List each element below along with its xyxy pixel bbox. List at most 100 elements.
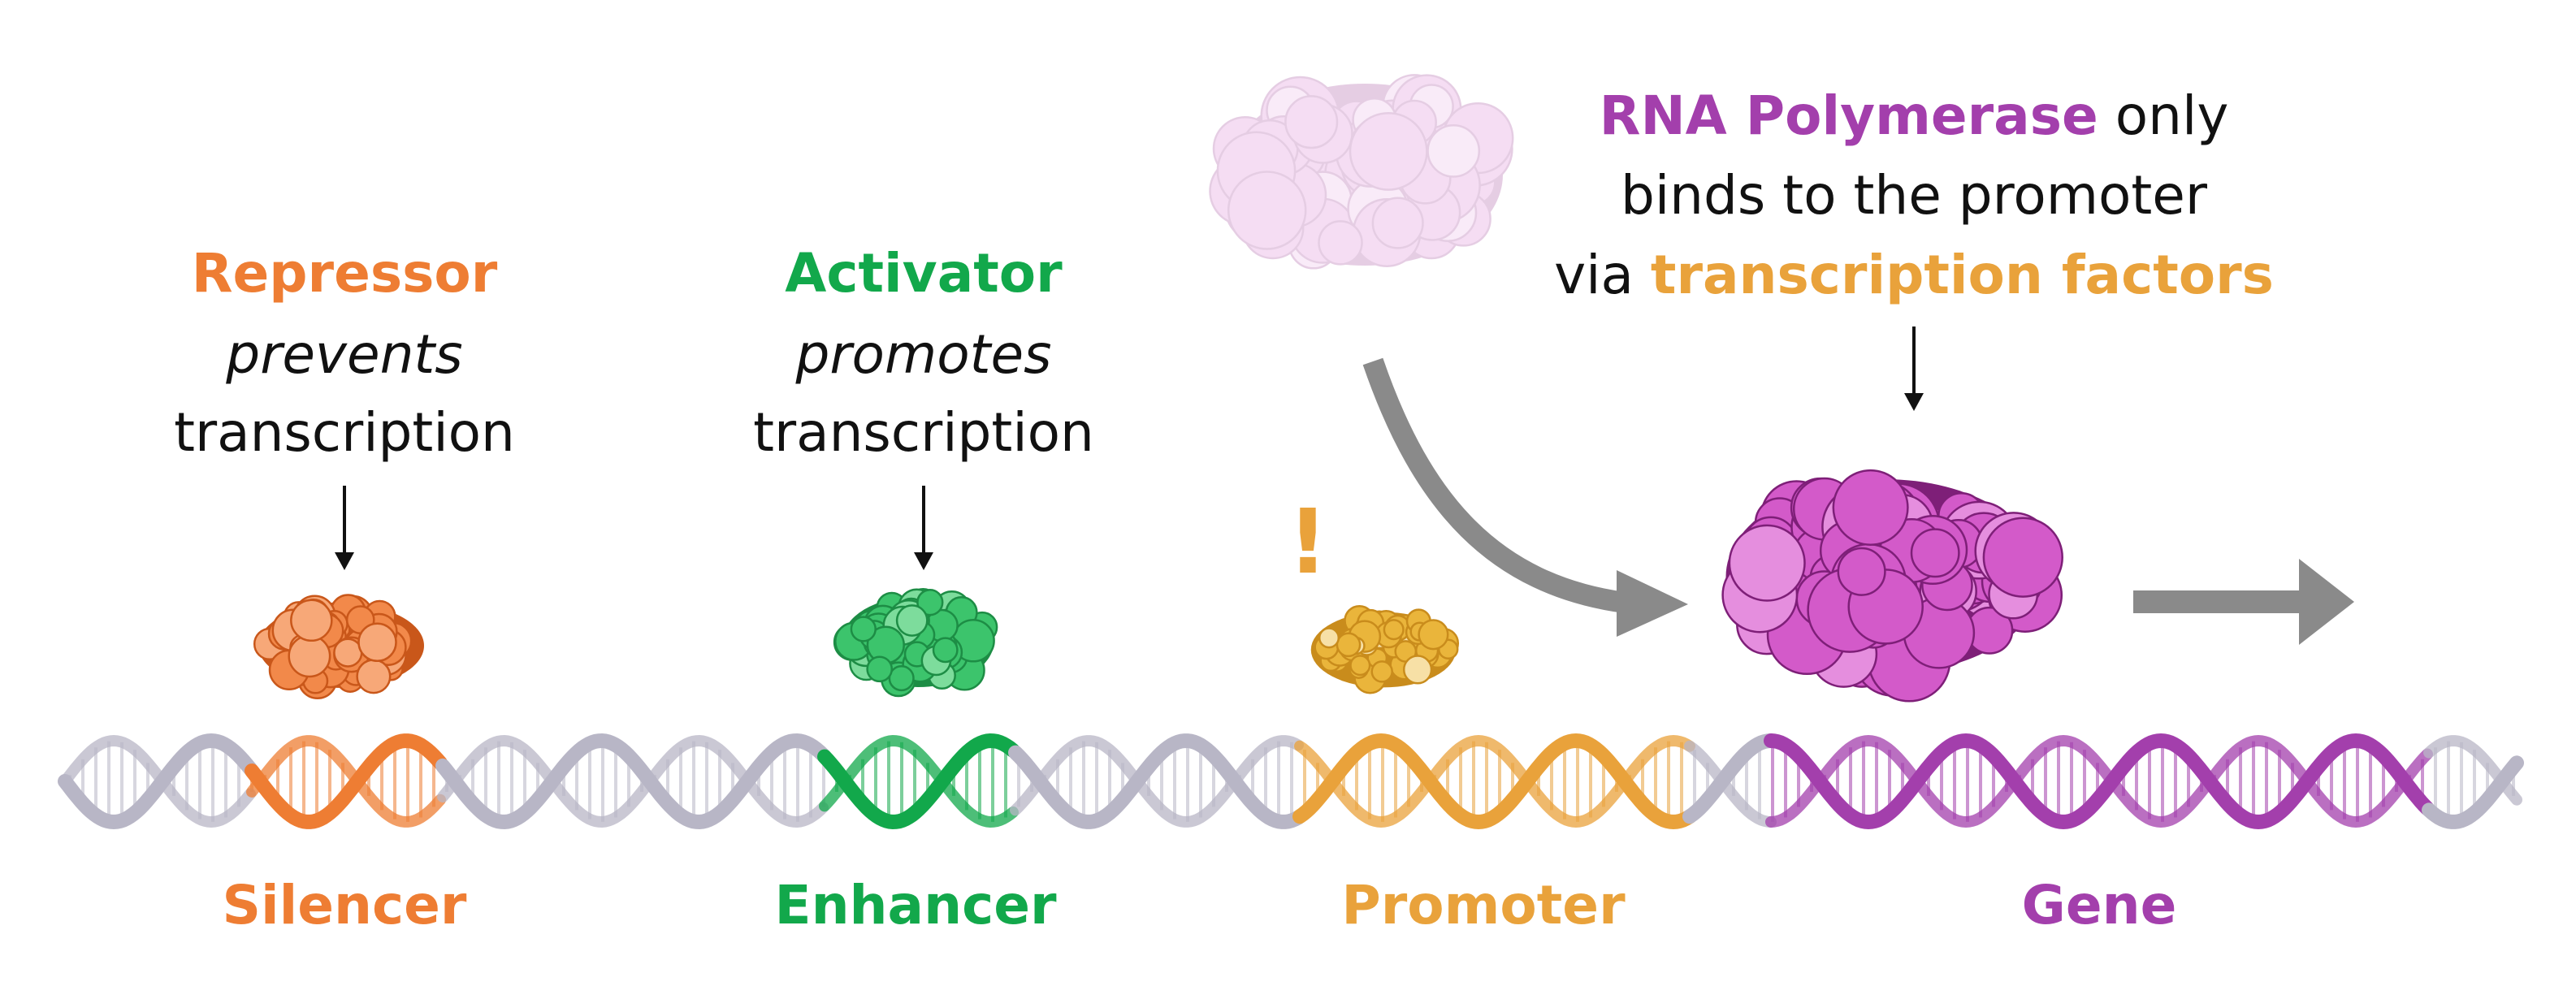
- blob-lobe: [850, 616, 877, 642]
- dna-strand: [1764, 733, 2435, 830]
- blob-lobe: [1354, 138, 1416, 200]
- dna-strand: [1010, 735, 1304, 828]
- blob-lobe: [1292, 171, 1353, 231]
- dna-helix-icon: [58, 733, 2524, 830]
- exclamation-mark: !: [1287, 490, 1329, 594]
- rna-polymerase-faded-icon: [1209, 74, 1514, 270]
- blob-lobe: [1284, 95, 1339, 149]
- polymerase-note-line2: binds to the promoter: [1620, 164, 2208, 227]
- activator-verb: promotes: [795, 323, 1052, 386]
- blob-lobe: [1253, 115, 1314, 176]
- blob-lobe: [1294, 170, 1374, 249]
- blob-lobe: [1212, 116, 1278, 181]
- blob-lobe: [1336, 632, 1362, 658]
- dna-strand: [819, 734, 1019, 828]
- blob-lobe: [1323, 148, 1393, 218]
- dna-strand: [437, 734, 829, 828]
- blob-lobe: [1435, 191, 1491, 247]
- blob-lobe: [1357, 131, 1416, 191]
- blob-lobe: [1409, 84, 1454, 129]
- blob-lobe: [1266, 85, 1315, 135]
- down-arrow-icon: [1904, 327, 1924, 411]
- blob-lobe: [290, 599, 333, 642]
- blob-lobe: [1292, 103, 1353, 164]
- dna-strand: [246, 735, 446, 828]
- polymerase-note-line3: via transcription factors: [1508, 249, 2320, 302]
- dna-strand: [245, 733, 448, 829]
- down-arrow-icon: [914, 486, 933, 570]
- blob-lobe: [1349, 117, 1409, 177]
- blob-lobe: [1314, 143, 1366, 196]
- blob-lobe: [1382, 74, 1448, 140]
- activator-object: transcription: [753, 401, 1094, 464]
- blob-lobe: [1256, 149, 1304, 198]
- blob-lobe: [1398, 185, 1447, 234]
- blob-lobe: [1363, 99, 1422, 158]
- blob-lobe: [1427, 124, 1481, 178]
- blob-lobe: [1241, 197, 1305, 260]
- dna-strand: [1684, 740, 1777, 828]
- dna-strand: [1682, 733, 1778, 824]
- blob-lobe: [1209, 156, 1279, 227]
- blob-lobe: [1244, 149, 1291, 196]
- blob-lobe: [1402, 201, 1461, 260]
- activator-label: Activator: [785, 242, 1063, 305]
- polymerase-name: RNA Polymerase: [1599, 84, 2098, 147]
- blob-lobe: [866, 655, 894, 683]
- rna-polymerase-bound-icon: [1721, 469, 2063, 703]
- blob-lobe: [1383, 619, 1405, 641]
- region-label-promoter: Promoter: [1341, 874, 1626, 936]
- region-label-gene: Gene: [2021, 874, 2177, 936]
- blob-lobe: [1392, 109, 1442, 158]
- blob-lobe: [1347, 178, 1409, 240]
- blob-lobe: [1399, 152, 1452, 205]
- blob-lobe: [1275, 131, 1326, 181]
- blob-lobe: [916, 589, 944, 616]
- blob-lobe: [1324, 141, 1388, 205]
- repressor-object: transcription: [174, 401, 515, 464]
- blob-lobe: [1252, 123, 1327, 200]
- blob-lobe: [1260, 76, 1340, 156]
- blob-lobe: [1408, 119, 1461, 173]
- curved-arrow-icon: [1362, 357, 1688, 637]
- repressor-label: Repressor: [191, 242, 498, 305]
- dna-strand: [1008, 733, 1305, 829]
- blob-lobe: [1352, 97, 1397, 143]
- blob-lobe: [1227, 171, 1307, 250]
- transcription-factor-blob-icon: [1310, 604, 1460, 694]
- blob-lobe: [1253, 161, 1328, 235]
- blob-lobe: [1910, 528, 1960, 578]
- dna-strand: [435, 733, 830, 830]
- blob-lobe: [1349, 655, 1371, 677]
- blob-lobe: [288, 634, 331, 678]
- activator-blob-icon: [833, 587, 998, 698]
- blob-lobe: [1223, 171, 1297, 244]
- transcription-factors-term: transcription factors: [1650, 244, 2274, 306]
- blob-lobe: [1375, 111, 1440, 175]
- dna-strand: [58, 733, 258, 830]
- blob-lobe: [1405, 126, 1476, 197]
- blob-lobe: [1241, 119, 1299, 177]
- blob-lobe: [1728, 524, 1806, 602]
- polymerase-note-line1: RNA Polymerase only: [1548, 89, 2279, 143]
- blob-lobe: [1392, 74, 1462, 145]
- blob-lobe: [1379, 150, 1448, 220]
- blob-lobe: [1261, 162, 1327, 228]
- repressor-blob-icon: [253, 594, 424, 700]
- polymerase-only: only: [2115, 84, 2229, 147]
- blob-lobe: [888, 665, 915, 692]
- blob-lobe: [1335, 117, 1405, 188]
- blob-lobe: [1370, 197, 1423, 250]
- dna-strand: [817, 733, 1020, 830]
- dna-strand: [1292, 733, 1697, 830]
- repressor-verb: prevents: [226, 323, 463, 386]
- blob-lobe: [1442, 102, 1514, 175]
- blob-lobe: [1288, 218, 1339, 270]
- blob-lobe: [1407, 131, 1484, 208]
- blob-lobe: [1392, 99, 1437, 145]
- blob-lobe: [1404, 184, 1461, 241]
- blob-lobe: [1438, 111, 1513, 187]
- blob-lobe: [1401, 87, 1448, 135]
- blob-lobe: [895, 604, 929, 637]
